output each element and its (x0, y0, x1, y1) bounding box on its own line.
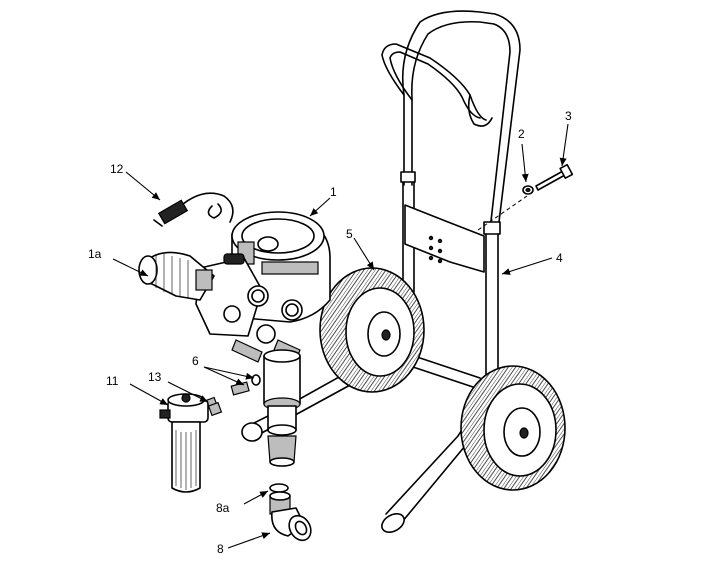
fluid-filter (159, 393, 209, 493)
power-cord (153, 192, 234, 227)
callout-13: 13 (148, 370, 162, 384)
callout-2: 2 (518, 127, 525, 141)
motor-assembly (195, 211, 331, 467)
callout-8a: 8a (216, 501, 230, 515)
callout-4: 4 (556, 251, 563, 265)
inlet-strainer (138, 251, 215, 301)
callout-12: 12 (110, 162, 124, 176)
callout-5: 5 (346, 227, 353, 241)
front-wheel (460, 365, 566, 491)
bolt-3 (535, 163, 574, 191)
fittings-6 (230, 374, 261, 396)
o-ring-8a (269, 483, 289, 493)
washer-2 (522, 185, 534, 195)
callout-1a: 1a (88, 247, 102, 261)
leader-lines (112, 123, 569, 549)
callout-3: 3 (565, 109, 572, 123)
swivel-fitting-8 (269, 491, 312, 542)
callout-6: 6 (192, 354, 199, 368)
callout-8: 8 (217, 542, 224, 556)
callout-11: 11 (106, 374, 119, 388)
callout-1: 1 (330, 185, 337, 199)
rear-wheel (319, 267, 425, 393)
